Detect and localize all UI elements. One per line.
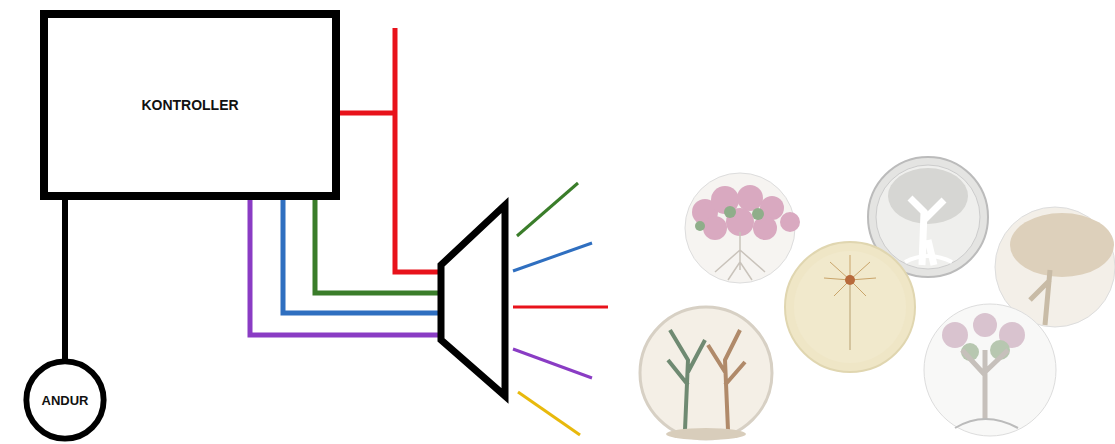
green-ray: [517, 183, 578, 236]
speaker-symbol: [441, 205, 505, 396]
blue-wire: [283, 200, 442, 313]
node-text-group: KONTROLLER: [141, 97, 238, 113]
node-label: ANDUR: [42, 393, 89, 408]
tree-medallions: [640, 157, 1115, 440]
controller-box: KONTROLLER: [40, 10, 340, 200]
red-wire: [340, 111, 395, 116]
yellow-ray: [518, 392, 580, 435]
sensor-circle: ANDUR: [23, 358, 107, 442]
connector-line: [62, 200, 68, 360]
green-wire: [315, 200, 442, 293]
blue-ray: [513, 243, 592, 271]
red-wire: [395, 28, 442, 272]
node-label: KONTROLLER: [141, 97, 238, 113]
purple-ray: [513, 349, 592, 378]
node-text-group: ANDUR: [42, 393, 89, 408]
dandelion-medallion: [785, 242, 915, 372]
two-trees-medallion: [640, 307, 772, 440]
sound-rays: [513, 183, 608, 435]
purple-wire: [250, 200, 442, 335]
leafy-tree-medallion: [924, 304, 1056, 436]
red-ray: [513, 306, 608, 309]
flower-tree-medallion: [685, 173, 800, 283]
